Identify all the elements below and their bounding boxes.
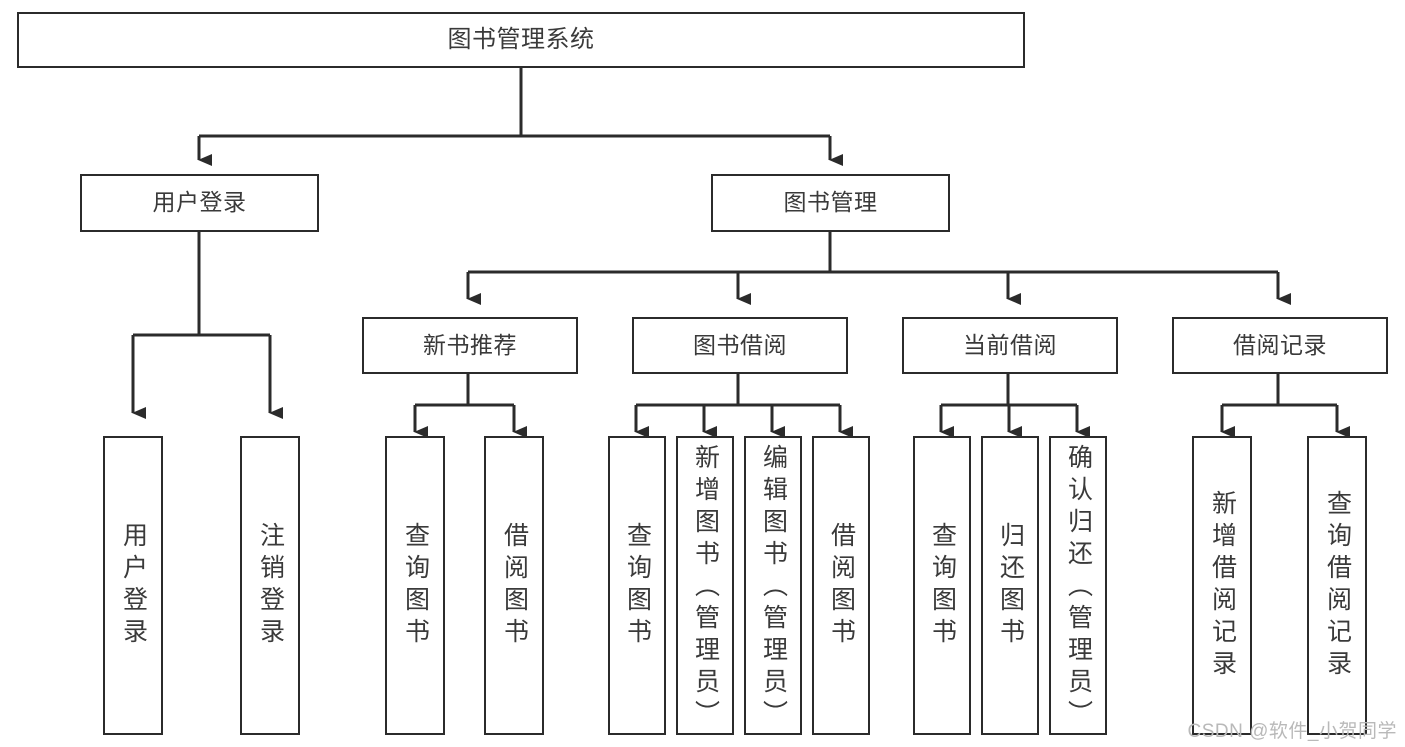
leaf-edit-book-admin[interactable]: 编辑图书（管理员） [744,436,802,735]
node-root-label: 图书管理系统 [447,25,595,53]
leaf-add-borrow-record-inner: 新增借阅记录 [1194,438,1250,733]
leaf-add-borrow-record[interactable]: 新增借阅记录 [1192,436,1252,735]
leaf-borrow-book-borrow-inner: 借阅图书 [814,438,868,733]
node-borrowing-record[interactable]: 借阅记录 [1172,317,1388,374]
leaf-add-book-admin[interactable]: 新增图书（管理员） [676,436,734,735]
leaf-add-book-admin-label: 新增图书（管理员） [691,444,720,732]
leaf-query-book-newbook-inner: 查询图书 [387,438,443,733]
node-book-management[interactable]: 图书管理 [711,174,950,232]
leaf-user-login-inner: 用户登录 [105,438,161,733]
leaf-user-login[interactable]: 用户登录 [103,436,163,735]
node-new-book-recommendation-label: 新书推荐 [423,331,517,358]
node-new-book-recommendation[interactable]: 新书推荐 [362,317,578,374]
leaf-confirm-return-admin[interactable]: 确认归还（管理员） [1049,436,1107,735]
leaf-return-book-label: 归还图书 [996,521,1025,650]
leaf-query-borrow-record[interactable]: 查询借阅记录 [1307,436,1367,735]
node-user-login[interactable]: 用户登录 [80,174,319,232]
leaf-logout-inner: 注销登录 [242,438,298,733]
leaf-logout[interactable]: 注销登录 [240,436,300,735]
node-current-borrowing-label: 当前借阅 [963,331,1057,358]
leaf-user-login-label: 用户登录 [119,521,148,650]
leaf-borrow-book-newbook-label: 借阅图书 [500,521,529,650]
leaf-confirm-return-admin-label: 确认归还（管理员） [1064,444,1093,732]
node-user-login-label: 用户登录 [152,189,247,216]
csdn-watermark: CSDN @软件_小贺同学 [1187,721,1397,742]
leaf-query-book-current[interactable]: 查询图书 [913,436,971,735]
leaf-query-book-borrow-label: 查询图书 [623,521,652,650]
leaf-add-book-admin-inner: 新增图书（管理员） [678,438,732,739]
leaf-logout-label: 注销登录 [256,521,285,650]
node-book-borrowing-label: 图书借阅 [693,331,787,358]
leaf-query-book-newbook-label: 查询图书 [401,521,430,650]
leaf-return-book[interactable]: 归还图书 [981,436,1039,735]
leaf-edit-book-admin-inner: 编辑图书（管理员） [746,438,800,739]
leaf-borrow-book-borrow-label: 借阅图书 [827,521,856,650]
leaf-edit-book-admin-label: 编辑图书（管理员） [759,444,788,732]
leaf-query-book-current-label: 查询图书 [928,521,957,650]
leaf-query-book-current-inner: 查询图书 [915,438,969,733]
node-borrowing-record-label: 借阅记录 [1233,331,1327,358]
leaf-confirm-return-admin-inner: 确认归还（管理员） [1051,438,1105,739]
leaf-query-borrow-record-inner: 查询借阅记录 [1309,438,1365,733]
node-book-borrowing[interactable]: 图书借阅 [632,317,848,374]
leaf-borrow-book-newbook-inner: 借阅图书 [486,438,542,733]
node-current-borrowing[interactable]: 当前借阅 [902,317,1118,374]
leaf-borrow-book-newbook[interactable]: 借阅图书 [484,436,544,735]
leaf-return-book-inner: 归还图书 [983,438,1037,733]
leaf-query-book-borrow[interactable]: 查询图书 [608,436,666,735]
node-book-management-label: 图书管理 [783,189,878,216]
leaf-add-borrow-record-label: 新增借阅记录 [1208,489,1237,682]
leaf-query-book-newbook[interactable]: 查询图书 [385,436,445,735]
leaf-query-book-borrow-inner: 查询图书 [610,438,664,733]
leaf-borrow-book-borrow[interactable]: 借阅图书 [812,436,870,735]
node-root-book-management-system[interactable]: 图书管理系统 [17,12,1025,68]
leaf-query-borrow-record-label: 查询借阅记录 [1323,489,1352,682]
